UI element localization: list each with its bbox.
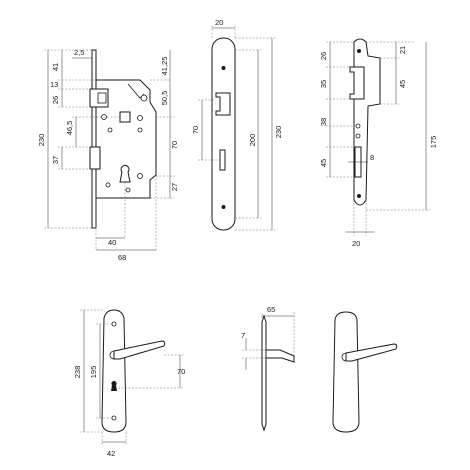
strike-screw-top [357,49,361,53]
label-handle-projection: 65 [267,305,275,314]
label-strike-latch-right: 45 [398,80,407,88]
key-screw [137,173,143,179]
faceplate-view: 20 70 200 230 [191,18,283,231]
label-strike-width: 20 [352,239,360,248]
label-centre-distance: 70 [170,141,179,149]
strike-screw-mid-2 [355,133,361,139]
label-depth: 68 [118,253,126,262]
label-total-height: 230 [37,134,46,147]
handle-side-plate [261,314,267,432]
label-strike-bolt-width: 8 [370,153,374,162]
faceplate-body [211,37,236,231]
label-top-left: 41 [51,63,60,71]
label-strike-total: 175 [429,136,438,149]
handle-front-screw-bottom [111,415,117,421]
label-faceplate-inner: 200 [248,134,257,147]
handle-plain-lever [345,343,398,362]
label-key-height: 37 [51,156,60,164]
label-handle-centre: 70 [177,367,185,376]
label-backset-vertical: 46,5 [65,121,74,136]
lower-screw-2 [125,187,131,193]
handle-front-screw-top [111,321,117,327]
handle-front-view: 238 195 70 42 [73,309,185,458]
label-handle-screw-distance: 195 [89,366,98,379]
handle-plain-plate [332,311,360,433]
strike-screw-bottom [357,194,361,198]
handle-front-lever [113,340,166,360]
label-handle-lever-thickness: 7 [241,331,245,340]
faceplate-screw-top [221,66,226,70]
label-strike-spacing: 38 [319,118,328,126]
lock-case [95,79,157,199]
label-strike-bolt-hole: 45 [319,159,328,167]
label-handle-plate-height: 238 [73,366,82,379]
label-strike-top-right: 21 [398,46,407,54]
handle-side-view: 65 7 [241,305,295,432]
label-backset: 40 [108,238,116,247]
label-faceplate-width: 20 [215,18,223,27]
lock-forend [91,49,97,229]
spindle-hub [119,111,131,123]
handle-front-plate [101,309,127,433]
dead-bolt [89,146,101,170]
label-strike-top-offset: 26 [319,52,328,60]
follower-screw-2 [137,127,143,133]
latch-bolt [89,88,109,108]
label-faceplate-total: 230 [274,126,283,139]
strike-plate-body [353,38,381,206]
label-faceplate-centre: 70 [191,126,200,134]
hub-screw-2 [137,115,143,121]
faceplate-screw-bottom [221,205,226,209]
faceplate-bolt-slot [219,149,226,171]
latch-bolt-inner [97,92,107,104]
faceplate-latch-slot [215,92,231,116]
follower-screw [107,127,113,133]
label-bottom-right: 27 [170,183,179,191]
label-offset: 2,5 [74,48,84,57]
handle-front-keyhole [111,381,117,391]
strike-screw-mid [355,123,361,129]
label-hub-to-key: 50,5 [160,91,169,106]
handle-side-lever [265,349,295,363]
label-latch-to-hub: 26 [51,96,60,104]
lock-body-view: 2,5 41 41,25 13 26 46,5 50,5 37 70 27 23… [37,48,179,262]
strike-latch-hole [349,66,365,100]
label-handle-plate-width: 42 [107,449,115,458]
key-hole [119,164,131,183]
label-top-right: 41,25 [160,57,169,76]
handle-plain-view [332,311,398,433]
lower-screw [105,182,111,188]
label-latch-height: 13 [50,80,58,89]
label-strike-latch-hole: 35 [319,80,328,88]
spring-pivot [140,94,148,102]
strike-plate-view: 26 21 35 45 38 8 45 175 20 [319,38,438,248]
